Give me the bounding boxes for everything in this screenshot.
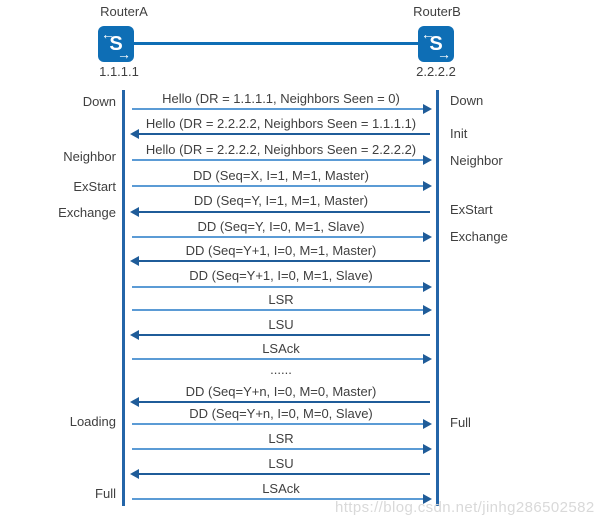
icon-arrow-left: ←	[421, 26, 435, 42]
message-arrow-right	[132, 282, 432, 292]
state-right-down: Down	[450, 93, 484, 108]
icon-arrow-left: ←	[101, 26, 115, 42]
message-arrow-right	[132, 155, 432, 165]
router-a-switch-icon: ← S →	[98, 26, 134, 62]
icon-switch-letter: S	[109, 33, 123, 55]
state-left-exstart: ExStart	[73, 179, 116, 194]
message-label: LSR	[268, 431, 294, 446]
message-arrow-right	[132, 104, 432, 114]
router-b-switch-icon: ← S →	[418, 26, 454, 62]
message-arrow-left	[130, 129, 430, 139]
state-right-neighbor: Neighbor	[450, 153, 503, 168]
message-label: LSAck	[262, 341, 300, 356]
message-arrow-left	[130, 256, 430, 266]
router-b-name: RouterB	[413, 4, 461, 19]
state-left-neighbor: Neighbor	[63, 149, 116, 164]
state-left-down: Down	[82, 94, 116, 109]
state-left-full: Full	[95, 486, 116, 501]
message-arrow-right	[132, 444, 432, 454]
message-label: LSU	[268, 317, 294, 332]
state-left-exchange: Exchange	[58, 205, 116, 220]
state-right-exchange: Exchange	[450, 229, 508, 244]
arrowhead-icon	[423, 354, 432, 364]
state-left-loading: Loading	[69, 414, 116, 429]
arrowhead-icon	[423, 494, 432, 504]
router-b-ip: 2.2.2.2	[416, 64, 456, 79]
arrowhead-icon	[423, 232, 432, 242]
arrowhead-icon	[423, 419, 432, 429]
message-label: Hello (DR = 2.2.2.2, Neighbors Seen = 2.…	[145, 142, 417, 157]
router-a-lifeline	[122, 90, 125, 506]
arrowhead-icon	[130, 256, 139, 266]
message-label: Hello (DR = 2.2.2.2, Neighbors Seen = 1.…	[145, 116, 417, 131]
arrowhead-icon	[423, 104, 432, 114]
arrowhead-icon	[130, 129, 139, 139]
router-b-lifeline	[436, 90, 439, 506]
message-ellipsis: ......	[270, 362, 292, 377]
icon-switch-letter: S	[429, 33, 443, 55]
message-label: DD (Seq=Y+1, I=0, M=1, Slave)	[189, 268, 373, 283]
message-arrow-left	[130, 330, 430, 340]
arrowhead-icon	[423, 305, 432, 315]
icon-arrow-right: →	[117, 46, 131, 62]
arrowhead-icon	[423, 282, 432, 292]
message-arrow-left	[130, 207, 430, 217]
arrowhead-icon	[423, 444, 432, 454]
message-arrow-right	[132, 354, 432, 364]
message-label: DD (Seq=X, I=1, M=1, Master)	[193, 168, 369, 183]
message-label: LSU	[268, 456, 294, 471]
message-label: DD (Seq=Y, I=1, M=1, Master)	[193, 193, 369, 208]
message-label: LSR	[268, 292, 294, 307]
state-right-init: Init	[450, 126, 468, 141]
message-arrow-right	[132, 419, 432, 429]
message-label: DD (Seq=Y+n, I=0, M=0, Slave)	[189, 406, 373, 421]
message-label: Hello (DR = 1.1.1.1, Neighbors Seen = 0)	[162, 91, 400, 106]
arrowhead-icon	[130, 469, 139, 479]
arrowhead-icon	[423, 155, 432, 165]
message-label: LSAck	[262, 481, 300, 496]
message-arrow-left	[130, 397, 430, 407]
arrowhead-icon	[130, 207, 139, 217]
message-arrow-right	[132, 305, 432, 315]
state-right-full: Full	[450, 415, 471, 430]
message-arrow-right	[132, 181, 432, 191]
message-arrow-left	[130, 469, 430, 479]
state-right-exstart: ExStart	[450, 202, 493, 217]
watermark-url: https://blog.csdn.net/jinhg286502582	[335, 499, 595, 516]
arrowhead-icon	[423, 181, 432, 191]
arrowhead-icon	[130, 397, 139, 407]
arrowhead-icon	[130, 330, 139, 340]
router-a-ip: 1.1.1.1	[99, 64, 139, 79]
message-arrow-right	[132, 232, 432, 242]
message-label: DD (Seq=Y, I=0, M=1, Slave)	[197, 219, 365, 234]
message-arrow-right	[132, 494, 432, 504]
message-label: DD (Seq=Y+1, I=0, M=1, Master)	[185, 243, 377, 258]
router-link-line	[134, 42, 418, 45]
icon-arrow-right: →	[437, 46, 451, 62]
message-label: DD (Seq=Y+n, I=0, M=0, Master)	[185, 384, 377, 399]
router-a-name: RouterA	[100, 4, 148, 19]
